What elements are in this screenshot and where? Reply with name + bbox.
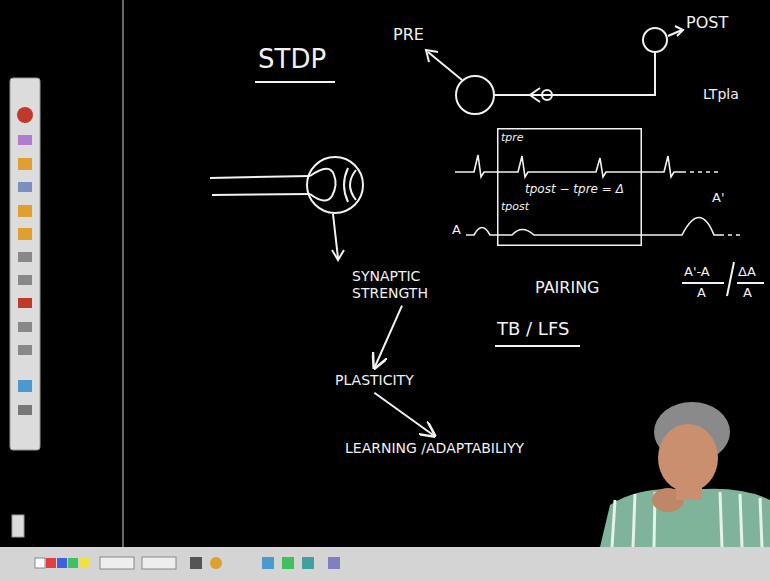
axon-connector	[495, 53, 655, 95]
node-text: PLASTICITY	[335, 372, 414, 389]
title: STDP	[258, 44, 326, 75]
flow-step: PLASTICITY	[335, 372, 414, 389]
underline	[255, 81, 335, 83]
note-text: LTpla	[703, 86, 739, 103]
frame-line	[122, 0, 124, 547]
flow-step: LEARNING /ADAPTABILIYY	[345, 440, 524, 457]
toolbar	[10, 78, 40, 537]
node-text: tpost	[501, 200, 529, 213]
synapse-illustration	[210, 157, 363, 260]
node-text: tpre	[501, 131, 524, 144]
formula-text: A	[743, 285, 752, 301]
node-text: tpost − tpre = Δ	[525, 182, 624, 196]
neuron-outline	[456, 76, 494, 114]
amplitude-label: A	[452, 222, 461, 238]
neuron-outline	[642, 27, 668, 53]
node-text: SYNAPTIC STRENGTH	[352, 268, 452, 302]
flow-arrow	[374, 306, 402, 368]
formula-text: ΔA	[738, 264, 756, 280]
flow-step: SYNAPTIC STRENGTH	[352, 268, 452, 302]
flow-arrow	[374, 393, 434, 436]
formula-text: A'-A	[684, 264, 710, 280]
protocol-text: TB / LFS	[497, 318, 569, 340]
recording-window: tpretpost − tpre = ΔtpostPAIRING	[497, 128, 642, 246]
amplitude-label: A'	[712, 190, 724, 206]
post-neuron: POST	[642, 27, 668, 53]
node-text: LEARNING /ADAPTABILIYY	[345, 440, 524, 457]
node-text: PAIRING	[535, 278, 600, 297]
neuron-outline	[643, 28, 667, 52]
pre-neuron: PRE	[455, 75, 495, 115]
fraction-bars	[495, 262, 764, 346]
node-text: PRE	[393, 25, 424, 44]
neuron-outline	[455, 75, 495, 115]
node-text: POST	[686, 13, 728, 32]
window-outline	[498, 129, 642, 246]
formula-text: A	[697, 285, 706, 301]
bottom-toolbar	[0, 547, 770, 581]
lecturer	[600, 402, 770, 547]
leader-arrows	[426, 26, 683, 80]
